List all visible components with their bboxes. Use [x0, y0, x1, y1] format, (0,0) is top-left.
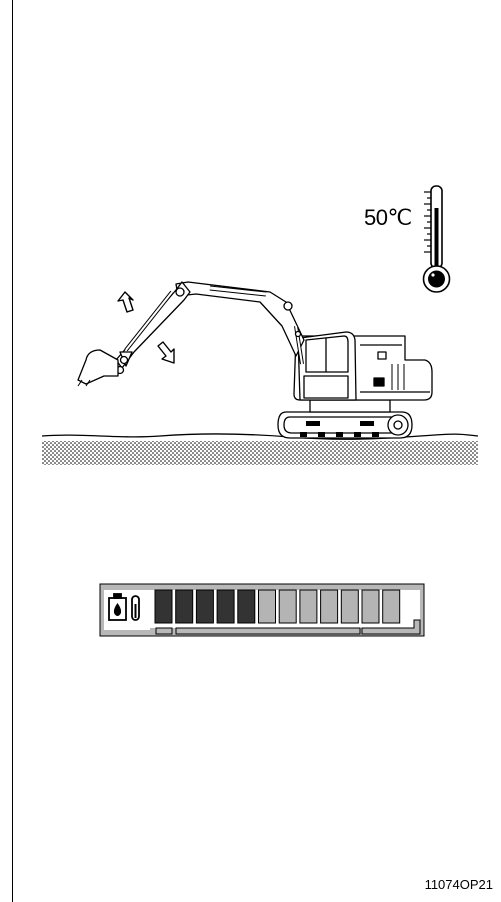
gauge-segments [154, 589, 401, 624]
fuel-gauge-icon [108, 593, 140, 621]
down-right-arrow-icon [157, 341, 175, 364]
gauge-segment-empty [278, 589, 297, 624]
gauge-baseline [155, 619, 421, 635]
gauge-segment-filled [216, 589, 235, 624]
gauge-segment-filled [175, 589, 194, 624]
gauge-segment-empty [340, 589, 359, 624]
gauge-segment-filled [154, 589, 173, 624]
gauge-segment-filled [237, 589, 256, 624]
document-code: 11074OP21 [424, 877, 493, 892]
thermometer-icon [422, 185, 451, 293]
gauge-segment-filled [195, 589, 214, 624]
gauge-segment-empty [258, 589, 276, 624]
gauge-segment-empty [320, 589, 339, 624]
temperature-label: 50℃ [364, 205, 412, 230]
excavator-illustration [77, 281, 433, 439]
ground [41, 433, 479, 465]
gauge-segment-empty [361, 589, 380, 624]
gauge-segment-empty [382, 589, 401, 624]
gauge-segment-empty [299, 589, 318, 624]
page-border-line [12, 0, 13, 902]
up-arrow-icon [117, 291, 134, 313]
